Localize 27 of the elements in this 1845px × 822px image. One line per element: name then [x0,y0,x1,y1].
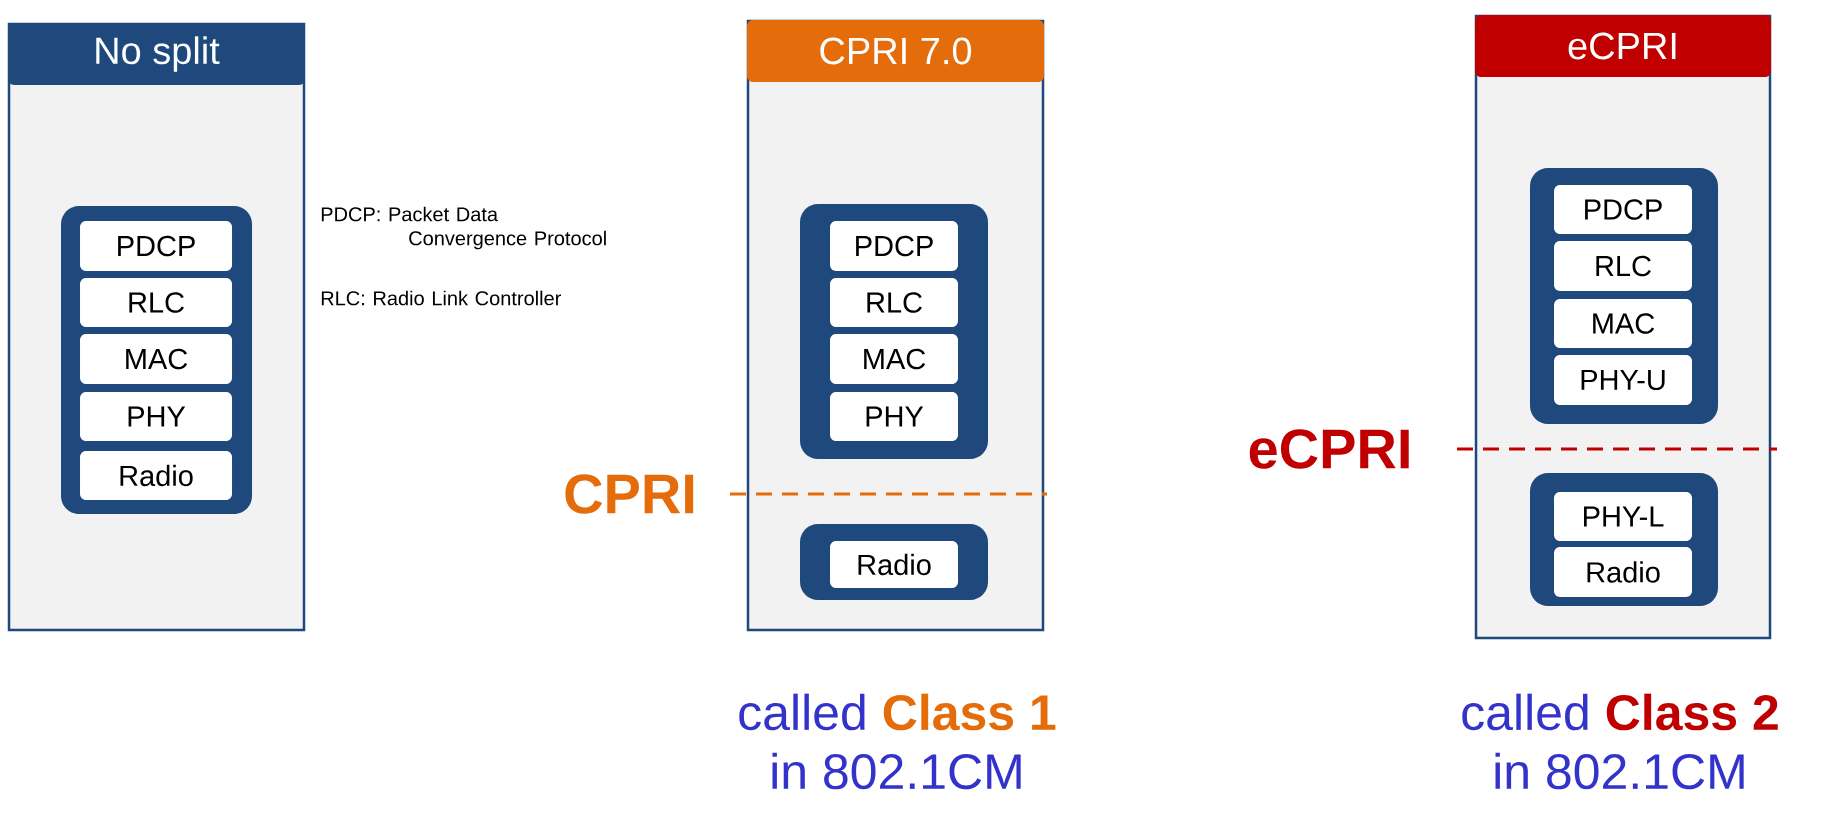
class-note: in 802.1CM [1495,752,1744,790]
layer-box: MAC [1554,299,1692,348]
split-label: CPRI [565,474,694,514]
layer-box: Radio [80,451,232,500]
class-note: called Class 2 [1462,693,1778,731]
layer-box: MAC [80,334,232,384]
layer-box: Radio [1554,547,1692,597]
layer-box: PDCP [80,221,232,271]
note-text: RLC: Radio Link Controller [321,290,561,306]
layer-box: RLC [80,278,232,327]
panel-header: CPRI 7.0 [747,20,1044,82]
layer-box: RLC [1554,241,1692,291]
layer-box: PHY [80,392,232,441]
class-note: in 802.1CM [772,752,1021,790]
layer-box: PHY-L [1554,492,1692,541]
layer-box: PDCP [1554,185,1692,234]
layer-box: MAC [830,334,958,384]
layer-box: PDCP [830,221,958,271]
class-note: called Class 1 [739,693,1056,731]
layer-box: Radio [830,541,958,588]
panel-header: No split [8,23,305,85]
layer-box: PHY [830,392,958,441]
panel-header: eCPRI [1475,15,1771,77]
split-label: eCPRI [1249,429,1409,469]
layer-box: PHY-U [1554,355,1692,405]
note-text: PDCP: Packet Data Convergence Protocol [321,206,606,250]
layer-box: RLC [830,278,958,327]
